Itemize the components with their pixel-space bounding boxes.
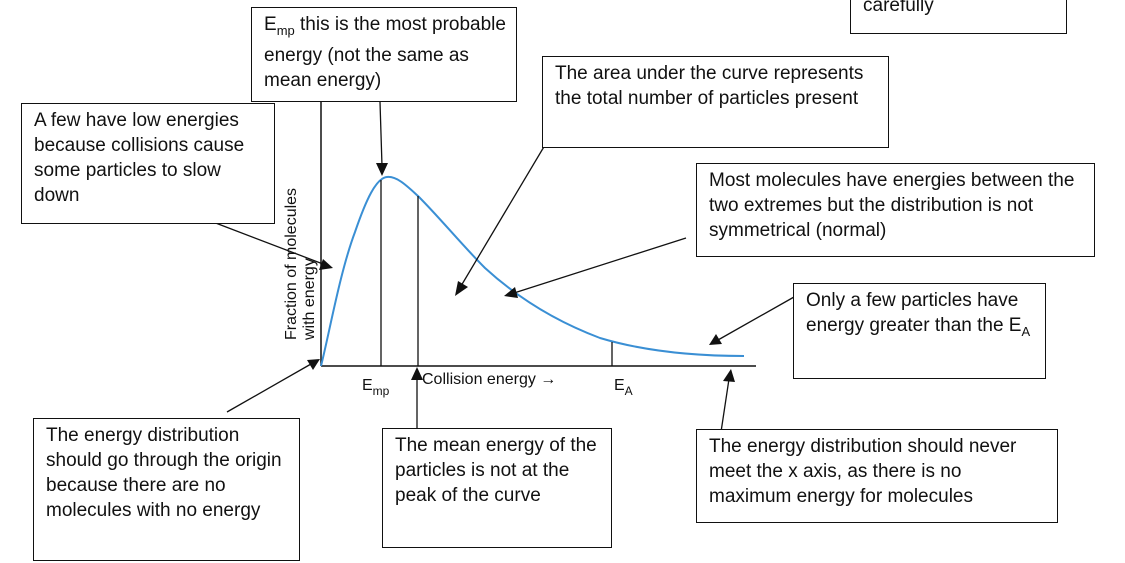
origin-note-text: The energy distribution should go throug… <box>46 425 282 521</box>
most-molecules-note-text: Most molecules have energies between the… <box>709 170 1075 241</box>
distribution-curve <box>320 175 745 367</box>
never-meet-note-text: The energy distribution should never mee… <box>709 436 1017 507</box>
origin-note: The energy distribution should go throug… <box>33 418 300 561</box>
annotation-arrows <box>212 101 795 433</box>
x-axis-label: Collision energy → <box>422 371 556 388</box>
area-note-text: The area under the curve represents the … <box>555 63 864 109</box>
low-energy-note: A few have low energies because collisio… <box>21 103 275 224</box>
few-particles-note-text: Only a few particles have energy greater… <box>806 290 1022 336</box>
ea-tick-label: EA <box>614 377 633 398</box>
emp-note-text: this is the most probable energy (not th… <box>264 14 506 91</box>
most-molecules-note: Most molecules have energies between the… <box>696 163 1095 257</box>
arrow-to-low-energy <box>212 221 333 270</box>
arrow-to-middle <box>504 237 687 298</box>
arrow-to-tail <box>709 296 795 345</box>
few-particles-note-sub: A <box>1021 324 1031 339</box>
y-axis-label: Fraction of molecules with energy <box>283 188 318 341</box>
emp-note: Emp this is the most probable energy (no… <box>251 7 517 102</box>
mean-note-text: The mean energy of the particles is not … <box>395 435 597 506</box>
low-energy-note-text: A few have low energies because collisio… <box>34 110 245 206</box>
emp-note-sub: mp <box>276 23 295 38</box>
never-meet-note: The energy distribution should never mee… <box>696 429 1058 523</box>
arrow-to-origin <box>226 359 320 413</box>
svg-text:with energy: with energy <box>301 258 318 341</box>
arrow-to-axis-end <box>720 369 735 433</box>
top-right-note-text: carefully <box>863 0 934 16</box>
area-note: The area under the curve represents the … <box>542 56 889 148</box>
mean-note: The mean energy of the particles is not … <box>382 428 612 548</box>
emp-tick-label: Emp <box>362 377 390 398</box>
arrow-to-area <box>455 139 549 296</box>
emp-note-symbol: E <box>264 14 277 35</box>
arrow-to-mean <box>411 367 423 428</box>
few-particles-note: Only a few particles have energy greater… <box>793 283 1046 379</box>
top-right-note: carefully <box>850 0 1067 34</box>
arrow-to-peak <box>376 101 388 176</box>
svg-text:Fraction of molecules: Fraction of molecules <box>283 188 300 340</box>
